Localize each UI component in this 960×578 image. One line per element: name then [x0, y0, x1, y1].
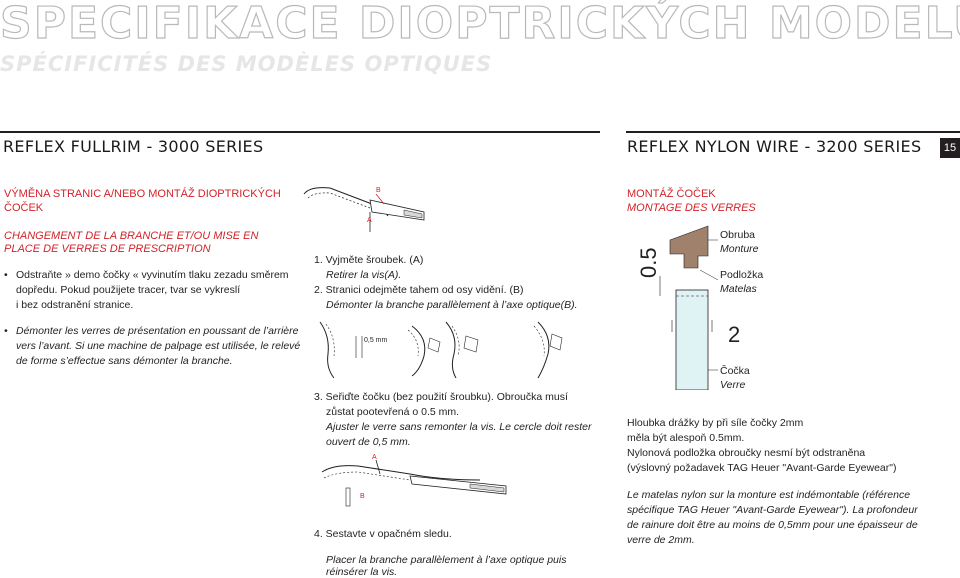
label-a-2: A — [372, 454, 377, 461]
label-matelas: Matelas — [720, 283, 757, 295]
label-b: B — [376, 187, 381, 194]
right-heading-fr: MONTAGE DES VERRES — [627, 202, 756, 214]
dim-2-label: 2 — [728, 322, 740, 347]
left-heading-fr-2: PLACE DE VERRES DE PRESCRIPTION — [4, 243, 211, 255]
page-title: SPECIFIKACE DIOPTRICKÝCH MODELŮ — [0, 0, 960, 49]
bullet-cz-line-2: dopředu. Pokud použijete tracer, tvar se… — [16, 284, 241, 296]
step-4-fr-1: Placer la branche parallèlement à l’axe … — [326, 554, 567, 566]
step-1-fr: Retirer la vis(A). — [326, 269, 402, 281]
right-heading-cz: MONTÁŽ ČOČEK — [627, 188, 716, 200]
step-4-cz: 4. Sestavte v opačném sledu. — [314, 528, 452, 540]
label-monture: Monture — [720, 243, 759, 255]
right-fr-line-2: spécifique TAG Heuer "Avant-Garde Eyewea… — [627, 504, 918, 516]
label-cocka: Čočka — [720, 365, 750, 377]
reassembly-illustration: A B — [321, 454, 507, 507]
bullet-fr-line-2: vers l’avant. Si une machine de palpage … — [16, 340, 301, 352]
step-3-cz-2: zůstat pootevřená o 0.5 mm. — [326, 406, 460, 418]
step-2-cz: 2. Stranici odejměte tahem od osy vidění… — [314, 284, 524, 296]
gap-label: 0,5 mm — [364, 337, 388, 344]
hinge-illustration: B A — [303, 187, 425, 232]
right-cz-line-4: (výslovný požadavek TAG Heuer "Avant-Gar… — [627, 462, 897, 474]
step-3-fr-2: ouvert de 0,5 mm. — [326, 436, 411, 448]
label-a: A — [367, 217, 372, 224]
step-2-fr: Démonter la branche parallèlement à l’ax… — [326, 299, 578, 311]
bullet-cz-line-3: i bez odstranění stranice. — [16, 299, 134, 311]
left-heading-cz-2: ČOČEK — [4, 202, 44, 214]
label-podlozka: Podložka — [720, 269, 764, 281]
label-obruba: Obruba — [720, 229, 756, 241]
page-number-badge: 15 — [940, 138, 960, 158]
bullet-fr-line-1: Démonter les verres de présentation en p… — [16, 325, 299, 337]
right-fr-line-3: de rainure doit être au moins de 0,5mm p… — [627, 519, 918, 531]
step-3-cz-1: 3. Seřiďte čočku (bez použití šroubku). … — [314, 391, 568, 403]
left-heading-fr-1: CHANGEMENT DE LA BRANCHE ET/OU MISE EN — [4, 230, 259, 242]
step-4-fr-2: réinsérer la vis. — [326, 566, 398, 578]
right-fr-line-4: verre de 2mm. — [627, 534, 695, 546]
bullet-cz-line-1: Odstraňte » demo čočky « vyvinutím tlaku… — [16, 269, 289, 281]
left-series-title: REFLEX FULLRIM - 3000 SERIES — [3, 137, 264, 156]
step-1-cz: 1. Vyjměte šroubek. (A) — [314, 254, 424, 266]
left-bullet-fr: Démonter les verres de présentation en p… — [4, 324, 300, 369]
lens-groove-diagram: 0.5 2 — [636, 225, 740, 390]
bullet-fr-line-3: de forme s’effectue sans démonter la bra… — [16, 355, 233, 367]
right-fr-line-1: Le matelas nylon sur la monture est indé… — [627, 489, 911, 501]
left-heading-cz-1: VÝMĚNA STRANIC A/NEBO MONTÁŽ DIOPTRICKÝC… — [4, 188, 281, 200]
left-rule — [0, 131, 600, 133]
label-verre: Verre — [720, 379, 746, 391]
rim-gap-illustration: 0,5 mm — [319, 321, 563, 379]
right-cz-line-3: Nylonová podložka obroučky nesmí být ods… — [627, 447, 866, 459]
right-cz-line-1: Hloubka drážky by při síle čočky 2mm — [627, 417, 804, 429]
right-series-title: REFLEX NYLON WIRE - 3200 SERIES — [627, 137, 922, 156]
right-rule — [626, 131, 960, 133]
right-cz-line-2: měla být alespoň 0.5mm. — [627, 432, 745, 444]
step-3-fr-1: Ajuster le verre sans remonter la vis. L… — [326, 421, 592, 433]
page-subtitle: SPÉCIFICITÉS DES MODÈLES OPTIQUES — [0, 52, 493, 76]
dim-05-label: 0.5 — [636, 247, 661, 278]
left-bullet-cz: Odstraňte » demo čočky « vyvinutím tlaku… — [4, 268, 289, 313]
label-b-2: B — [360, 493, 365, 500]
